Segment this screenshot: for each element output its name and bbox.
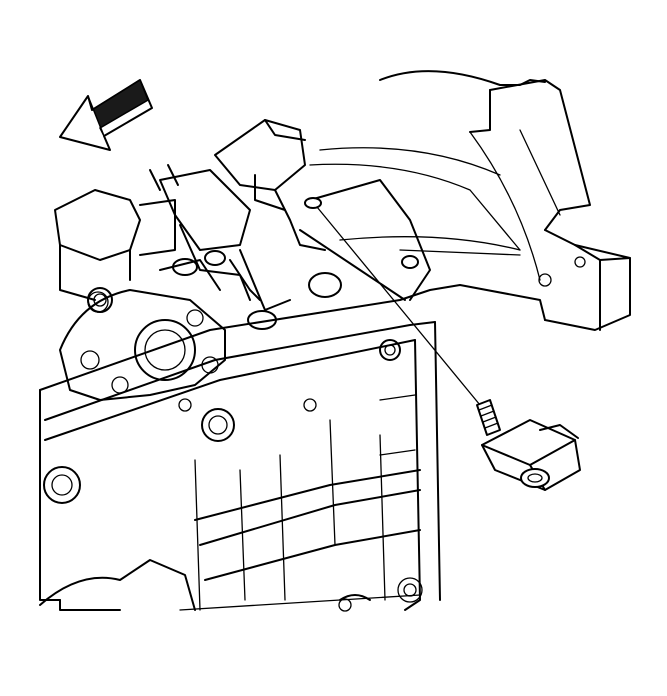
- engine-block: [39, 284, 546, 612]
- intake-manifold: [54, 119, 521, 330]
- block-bolts: [43, 339, 401, 504]
- port-gasket: [59, 289, 226, 401]
- direction-arrow-icon: [59, 78, 153, 151]
- bellhousing: [379, 70, 631, 331]
- knock-sensor-icon: [304, 197, 581, 491]
